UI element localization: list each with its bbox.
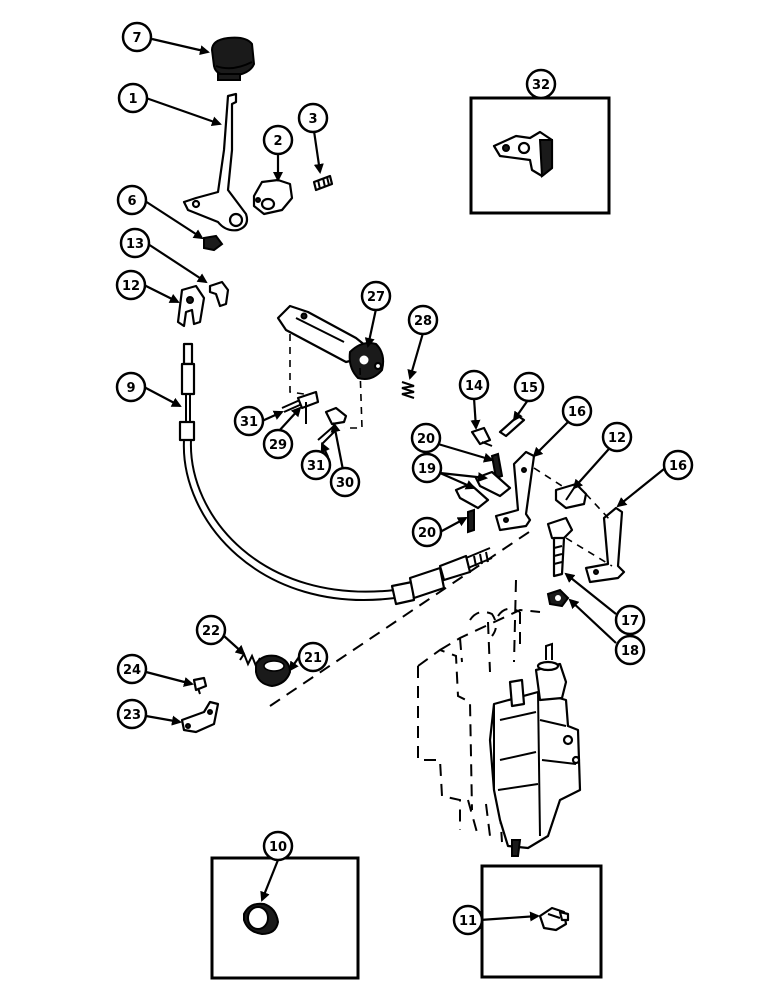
svg-text:12: 12: [608, 431, 626, 446]
callout-7: 7: [121, 21, 153, 53]
callout-27: 27: [360, 280, 392, 312]
callout-16-left: 16: [561, 395, 593, 427]
selector-plate-part: [276, 304, 385, 380]
svg-text:7: 7: [132, 31, 141, 46]
svg-text:32: 32: [532, 78, 550, 93]
screw-24-part: [192, 676, 208, 695]
svg-text:12: 12: [122, 279, 140, 294]
pin-30-part: [324, 406, 348, 426]
svg-text:20: 20: [418, 526, 436, 541]
callout-2: 2: [262, 124, 294, 156]
leader-lines: [143, 37, 665, 922]
callout-14: 14: [458, 369, 490, 401]
pivot-bracket-part: [252, 178, 294, 216]
svg-text:17: 17: [621, 614, 639, 629]
svg-text:9: 9: [126, 381, 135, 396]
nut-18-part: [546, 588, 570, 608]
callout-17: 17: [614, 604, 646, 636]
clip-pin-part: [208, 280, 230, 308]
inset-box-10: [210, 856, 360, 980]
pin-29-part: [296, 390, 320, 424]
nut-6-part: [203, 234, 224, 252]
svg-text:14: 14: [465, 379, 483, 394]
callout-11: 11: [452, 904, 484, 936]
callout-13: 13: [119, 227, 151, 259]
callout-19: 19: [411, 452, 443, 484]
control-valve-body: [417, 607, 582, 857]
svg-text:31: 31: [240, 415, 258, 430]
angle-bracket-part: [180, 700, 220, 734]
callout-18: 18: [614, 634, 646, 666]
svg-text:16: 16: [669, 459, 687, 474]
svg-text:13: 13: [126, 237, 144, 252]
callout-1: 1: [117, 82, 149, 114]
assembly-dashes-16: [533, 467, 613, 567]
svg-text:2: 2: [273, 134, 282, 149]
callout-32: 32: [525, 68, 557, 100]
clevis-left-part: [176, 284, 206, 328]
svg-text:29: 29: [269, 438, 287, 453]
callout-20-upper: 20: [410, 422, 442, 454]
rod-end-part: [546, 516, 574, 578]
assembly-dashes-main: [269, 529, 533, 707]
svg-text:28: 28: [414, 314, 432, 329]
callout-16-right: 16: [662, 449, 694, 481]
callout-22: 22: [195, 614, 227, 646]
cotter-pin-31b-part: [317, 425, 337, 445]
svg-text:16: 16: [568, 405, 586, 420]
inset-box-32: [469, 96, 611, 215]
svg-text:3: 3: [308, 112, 317, 127]
svg-text:15: 15: [520, 381, 538, 396]
callout-23: 23: [116, 698, 148, 730]
callout-30: 30: [329, 466, 361, 498]
callout-10: 10: [262, 830, 294, 862]
pin-20b-part: [467, 508, 475, 534]
bracket-16a-part: [494, 450, 536, 532]
callout-12-left: 12: [115, 269, 147, 301]
callout-29: 29: [262, 428, 294, 460]
svg-text:10: 10: [269, 840, 287, 855]
svg-text:1: 1: [128, 92, 137, 107]
spring-28-part: [401, 381, 415, 399]
svg-text:22: 22: [202, 624, 220, 639]
callout-21: 21: [297, 641, 329, 673]
callout-12-right: 12: [601, 421, 633, 453]
pin-20a-part: [490, 452, 504, 480]
svg-text:20: 20: [417, 432, 435, 447]
callout-20-lower: 20: [411, 516, 443, 548]
svg-text:6: 6: [127, 194, 136, 209]
callout-6: 6: [116, 184, 148, 216]
bracket-16b-part: [584, 506, 626, 584]
svg-text:30: 30: [336, 476, 354, 491]
detent-cap-part: [255, 654, 292, 688]
callout-31-upper: 31: [233, 405, 265, 437]
callout-9: 9: [115, 371, 147, 403]
knob-part: [210, 36, 256, 81]
svg-text:11: 11: [459, 914, 477, 929]
bolt-3-part: [312, 174, 334, 192]
svg-text:18: 18: [621, 644, 639, 659]
svg-text:31: 31: [307, 459, 325, 474]
callout-31-lower: 31: [300, 449, 332, 481]
svg-text:24: 24: [123, 663, 141, 678]
svg-text:19: 19: [418, 462, 436, 477]
callout-28: 28: [407, 304, 439, 336]
svg-text:21: 21: [304, 651, 322, 666]
callout-3: 3: [297, 102, 329, 134]
svg-text:27: 27: [367, 290, 385, 305]
callout-24: 24: [116, 653, 148, 685]
inset-box-11: [480, 864, 603, 979]
assembly-dashes-27: [289, 334, 363, 429]
clip-15-part: [498, 414, 526, 438]
lever-part: [182, 92, 249, 232]
callout-15: 15: [513, 371, 545, 403]
svg-text:23: 23: [123, 708, 141, 723]
clevis-right-part: [554, 482, 588, 510]
bolt-14-part: [470, 426, 493, 447]
